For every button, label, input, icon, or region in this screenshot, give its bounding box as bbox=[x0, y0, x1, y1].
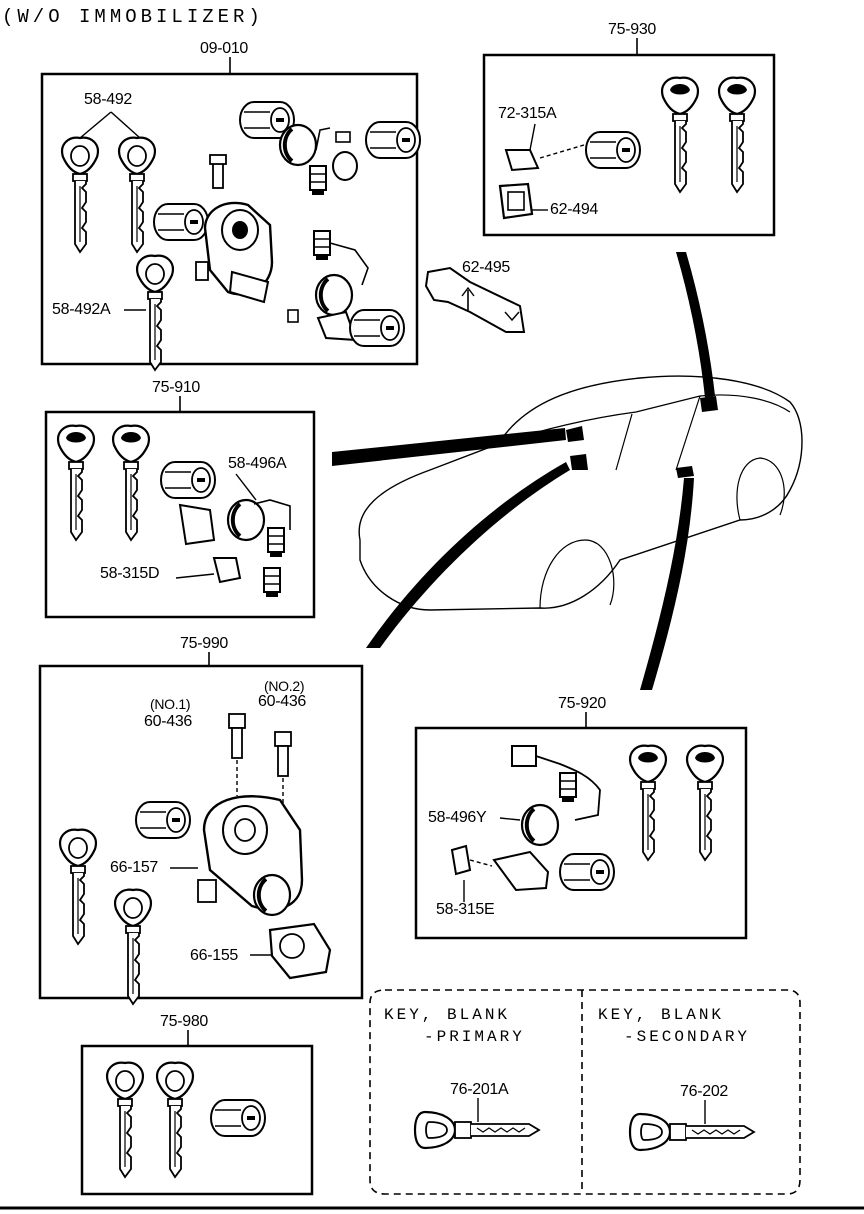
group-label-09-010: 09-010 bbox=[200, 40, 249, 57]
part-label-60-436-no1: 60-436 bbox=[144, 713, 193, 730]
part-label-no2: (NO.2) bbox=[264, 678, 305, 694]
group-label-75-990: 75-990 bbox=[180, 635, 229, 652]
part-label-62-495: 62-495 bbox=[462, 259, 511, 276]
part-label-no1: (NO.1) bbox=[150, 696, 191, 712]
part-label-58-315e: 58-315E bbox=[436, 901, 495, 918]
part-label-76-202: 76-202 bbox=[680, 1083, 729, 1100]
group-label-75-910: 75-910 bbox=[152, 379, 201, 396]
part-label-72-315a: 72-315A bbox=[498, 105, 557, 122]
key-blank-primary-title: KEY, BLANK bbox=[384, 1006, 511, 1024]
part-label-66-155: 66-155 bbox=[190, 947, 239, 964]
group-label-75-930: 75-930 bbox=[608, 21, 657, 38]
part-label-76-201a: 76-201A bbox=[450, 1081, 509, 1098]
part-label-62-494: 62-494 bbox=[550, 201, 599, 218]
diagram-header: (W/O IMMOBILIZER) bbox=[2, 6, 264, 28]
group-label-75-980: 75-980 bbox=[160, 1013, 209, 1030]
key-blank-secondary-subtitle: -SECONDARY bbox=[624, 1028, 751, 1046]
part-label-58-492: 58-492 bbox=[84, 91, 133, 108]
part-label-60-436-no2: 60-436 bbox=[258, 693, 307, 710]
part-label-58-496y: 58-496Y bbox=[428, 809, 487, 826]
part-label-58-315d: 58-315D bbox=[100, 565, 160, 582]
key-blank-secondary-title: KEY, BLANK bbox=[598, 1006, 725, 1024]
part-label-66-157: 66-157 bbox=[110, 859, 159, 876]
group-label-75-920: 75-920 bbox=[558, 695, 607, 712]
key-blank-primary-subtitle: -PRIMARY bbox=[424, 1028, 525, 1046]
part-label-58-496a: 58-496A bbox=[228, 455, 287, 472]
part-label-58-492a: 58-492A bbox=[52, 301, 111, 318]
